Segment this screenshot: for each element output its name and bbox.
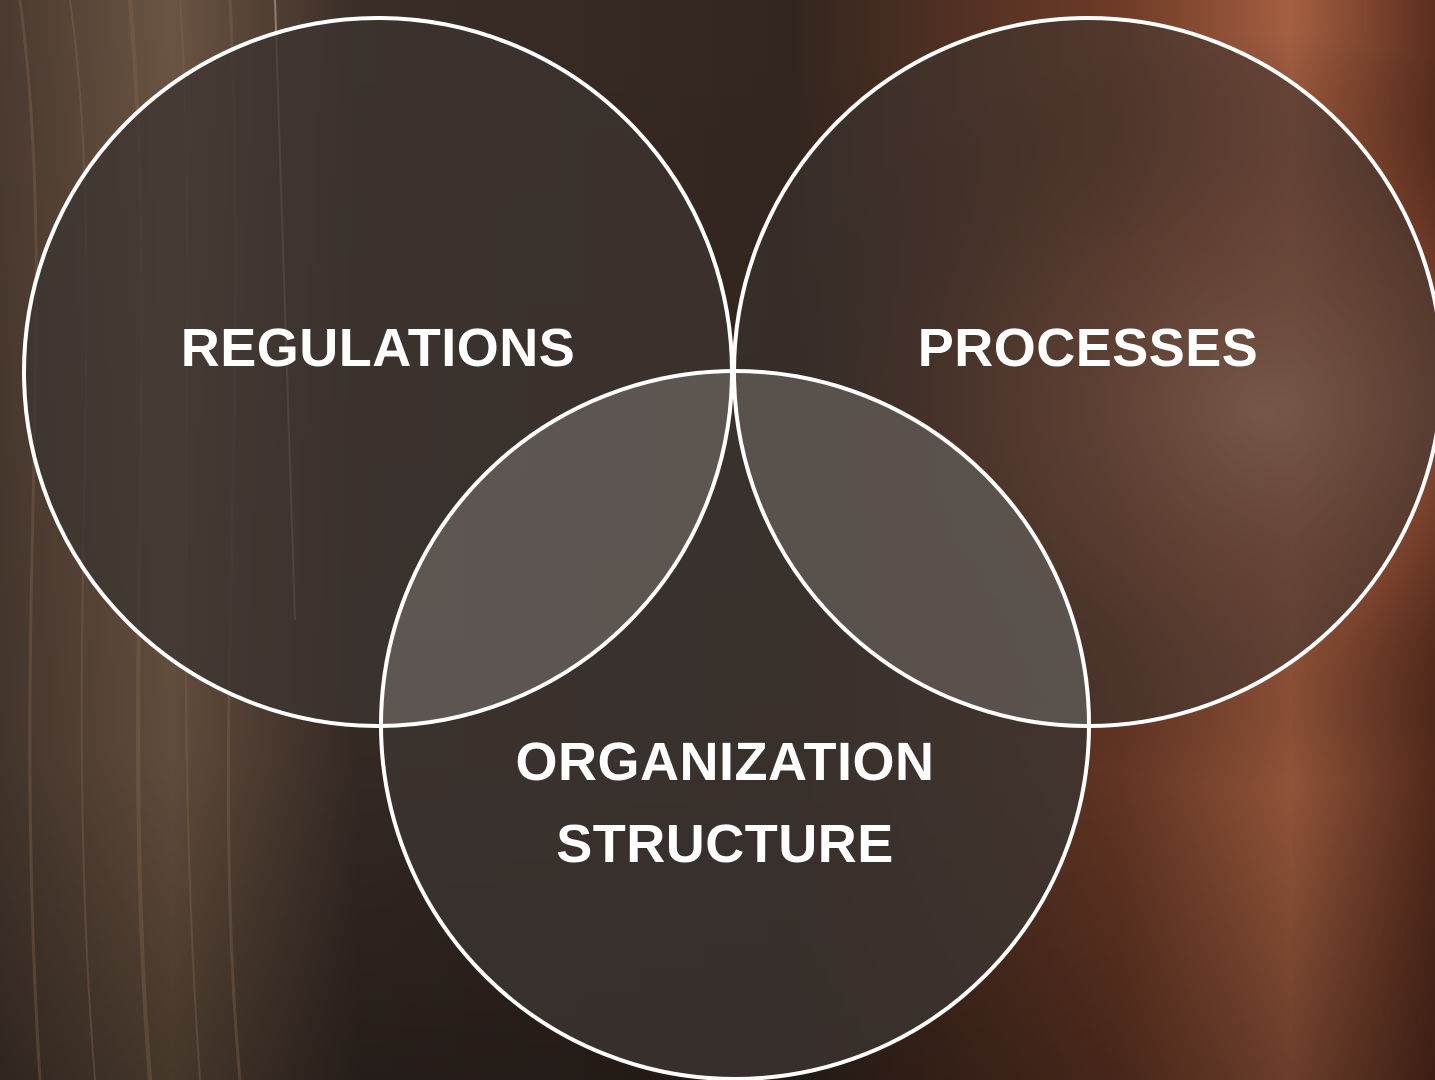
label-regulations: REGULATIONS <box>181 318 576 378</box>
circle-organization-structure-outline <box>379 369 1091 1080</box>
label-organization-line-1: ORGANIZATION <box>516 732 935 792</box>
overlap-regulations-organization <box>381 371 732 726</box>
label-organization-line-2: STRUCTURE <box>556 814 894 874</box>
label-processes: PROCESSES <box>918 318 1259 378</box>
